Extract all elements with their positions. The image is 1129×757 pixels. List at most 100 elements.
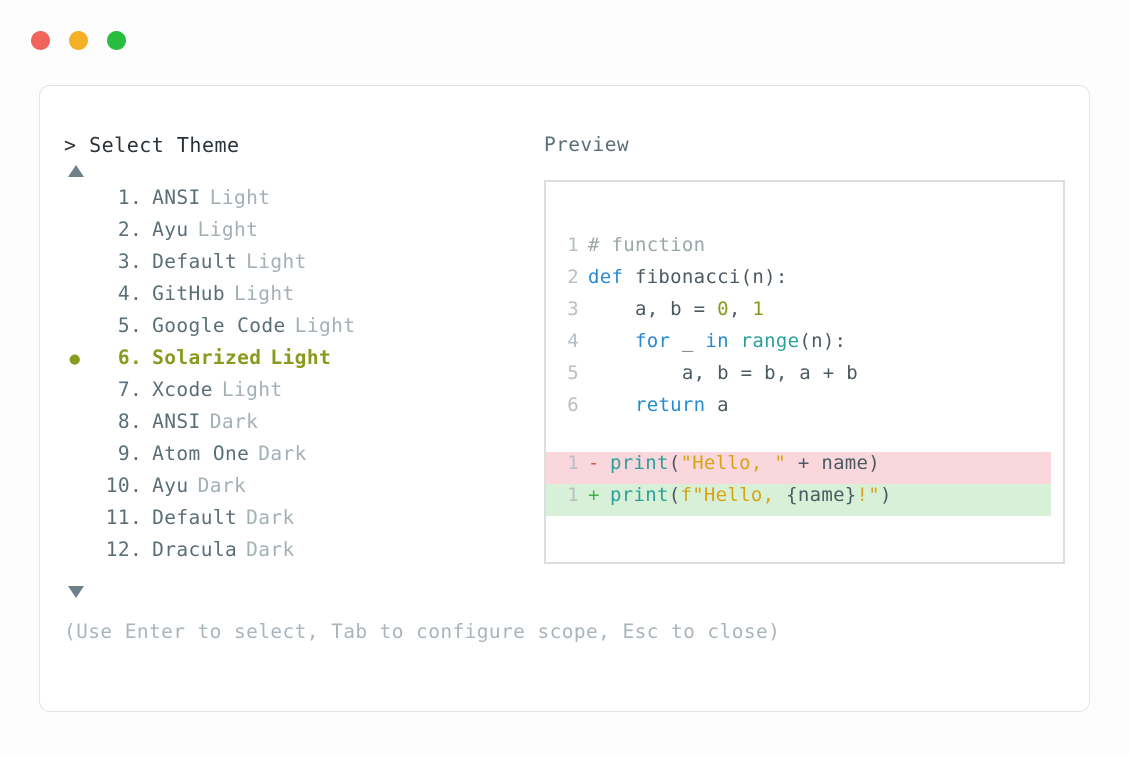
theme-list-item[interactable]: 11. Default Dark bbox=[64, 506, 534, 538]
theme-item-name: Solarized bbox=[152, 346, 262, 369]
theme-item-separator: . bbox=[130, 378, 143, 401]
theme-item-variant: Light bbox=[209, 186, 271, 209]
theme-item-separator: . bbox=[130, 282, 143, 305]
theme-item-index: 6 bbox=[117, 346, 130, 369]
theme-item-index: 10 bbox=[105, 474, 130, 497]
diff-sign: - bbox=[588, 452, 600, 474]
theme-item-variant: Light bbox=[197, 218, 259, 241]
theme-item-separator: . bbox=[130, 442, 143, 465]
theme-item-variant: Dark bbox=[209, 410, 259, 433]
theme-item-index: 7 bbox=[117, 378, 130, 401]
code-token-plain: , bbox=[728, 298, 753, 320]
close-button[interactable] bbox=[31, 31, 50, 50]
theme-item-separator: . bbox=[130, 346, 143, 369]
theme-item-index: 11 bbox=[105, 506, 130, 529]
code-line: 1# function bbox=[546, 234, 1063, 266]
theme-item-name: Ayu bbox=[152, 474, 189, 497]
line-number: 1 bbox=[567, 234, 579, 256]
code-token-plain: a, b = bbox=[588, 298, 718, 320]
diff-listing: 1-print("Hello, " + name)1+print(f"Hello… bbox=[546, 452, 1063, 516]
theme-item-index: 8 bbox=[117, 410, 130, 433]
theme-item-variant: Light bbox=[294, 314, 356, 337]
code-token-str: !" bbox=[856, 484, 881, 506]
code-line-content: a, b = 0, 1 bbox=[588, 298, 764, 320]
theme-item-separator: . bbox=[130, 538, 143, 561]
code-token-plain: ) bbox=[880, 484, 892, 506]
theme-item-name: GitHub bbox=[152, 282, 225, 305]
line-number: 4 bbox=[567, 330, 579, 352]
line-number: 2 bbox=[567, 266, 579, 288]
code-line: 4 for _ in range(n): bbox=[546, 330, 1063, 362]
code-token-str: "Hello, " bbox=[680, 452, 787, 474]
theme-item-name: Atom One bbox=[152, 442, 250, 465]
code-token-kw: def bbox=[588, 266, 624, 288]
code-token-plain: ( bbox=[668, 484, 681, 506]
code-token-plain: a bbox=[705, 394, 729, 416]
theme-item-variant: Dark bbox=[246, 506, 295, 529]
code-token-kw: return bbox=[634, 394, 706, 416]
theme-item-index: 1 bbox=[117, 186, 130, 209]
theme-item-separator: . bbox=[130, 218, 143, 241]
theme-item-separator: . bbox=[130, 474, 143, 497]
theme-item-index: 3 bbox=[117, 250, 130, 273]
code-token-plain: a, b = b, a + b bbox=[588, 362, 858, 384]
theme-item-separator: . bbox=[130, 410, 143, 433]
code-line-content: a, b = b, a + b bbox=[588, 362, 858, 384]
diff-line-content: print(f"Hello, {name}!") bbox=[610, 484, 892, 506]
line-number: 5 bbox=[567, 362, 579, 384]
code-token-fn: range bbox=[740, 330, 800, 352]
theme-item-separator: . bbox=[130, 506, 143, 529]
page-title: > Select Theme bbox=[64, 133, 534, 157]
theme-item-separator: . bbox=[130, 186, 143, 209]
theme-item-name: Dracula bbox=[152, 538, 238, 561]
theme-item-index: 5 bbox=[117, 314, 130, 337]
scroll-up-icon[interactable] bbox=[68, 165, 84, 177]
maximize-button[interactable] bbox=[107, 31, 126, 50]
theme-item-index: 4 bbox=[117, 282, 130, 305]
code-token-plain bbox=[588, 330, 635, 352]
theme-item-name: ANSI bbox=[152, 186, 201, 209]
window-traffic-lights bbox=[31, 31, 126, 50]
line-number: 1 bbox=[567, 452, 579, 474]
code-line-content: return a bbox=[588, 394, 729, 416]
diff-sign: + bbox=[588, 484, 600, 506]
code-token-kw: in bbox=[705, 330, 729, 352]
theme-item-index: 9 bbox=[117, 442, 130, 465]
code-token-plain bbox=[588, 394, 635, 416]
theme-item-name: Default bbox=[152, 250, 238, 273]
theme-list-item[interactable]: 1. ANSI Light bbox=[64, 186, 534, 218]
selected-bullet-icon: ● bbox=[69, 349, 81, 369]
minimize-button[interactable] bbox=[69, 31, 88, 50]
code-line: 5 a, b = b, a + b bbox=[546, 362, 1063, 394]
theme-item-variant: Dark bbox=[246, 538, 295, 561]
code-token-num: 0 bbox=[717, 298, 729, 320]
theme-item-variant: Light bbox=[246, 250, 307, 273]
code-line: 3 a, b = 0, 1 bbox=[546, 298, 1063, 330]
code-token-plain: _ bbox=[670, 330, 706, 352]
theme-list-item[interactable]: 4. GitHub Light bbox=[64, 282, 534, 314]
scroll-down-icon[interactable] bbox=[68, 586, 84, 598]
theme-item-variant: Light bbox=[233, 282, 295, 305]
theme-item-variant: Light bbox=[221, 378, 283, 401]
line-number: 1 bbox=[567, 484, 579, 506]
diff-line-add: 1 + print(f"Hello, {name}!") bbox=[546, 484, 1051, 516]
preview-label: Preview bbox=[544, 133, 629, 156]
theme-item-separator: . bbox=[130, 314, 143, 337]
code-token-plain: ( bbox=[668, 452, 681, 474]
theme-item-name: Default bbox=[152, 506, 238, 529]
code-token-fn: print bbox=[610, 484, 669, 506]
